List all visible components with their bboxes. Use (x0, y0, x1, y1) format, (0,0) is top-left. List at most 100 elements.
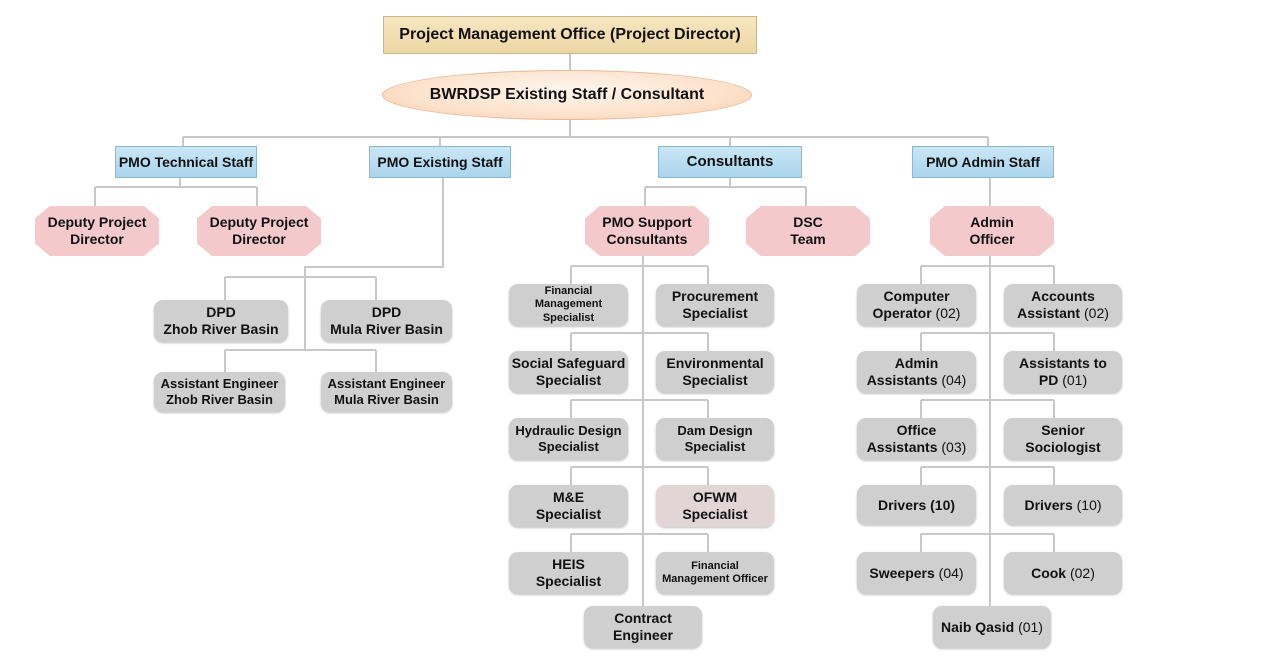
deputy-project-director-2: Deputy Project Director (197, 206, 321, 256)
computer-operator: Computer Operator (02) (857, 284, 976, 326)
project-director-box: Project Management Office (Project Direc… (383, 16, 757, 54)
label-line: Specialist (542, 311, 595, 324)
division-existing: PMO Existing Staff (369, 146, 511, 178)
deputy-project-director-1: Deputy Project Director (35, 206, 159, 256)
division-consultants-label: Consultants (686, 153, 774, 170)
label-line: Senior (1041, 422, 1085, 439)
staff-count: (03) (941, 439, 967, 455)
cook: Cook (02) (1004, 552, 1122, 594)
label-line: Social Safeguard (511, 355, 626, 372)
label-line: DPD (206, 304, 236, 321)
drivers-right: Drivers (10) (1004, 485, 1122, 525)
office-assistants: Office Assistants (03) (857, 418, 976, 460)
label-line: Specialist (535, 506, 602, 522)
label-line: M&E (552, 489, 585, 506)
social-safeguard-specialist: Social Safeguard Specialist (509, 351, 628, 393)
label-line: Management Officer (662, 573, 768, 585)
hydraulic-design-specialist: Hydraulic Design Specialist (509, 418, 628, 460)
label-line: Management (534, 298, 603, 311)
financial-management-specialist: Financial Management Specialist (509, 284, 628, 326)
label-line: Zhob River Basin (163, 321, 279, 337)
label-line: Sociologist (1025, 439, 1101, 455)
naib-qasid: Naib Qasid (01) (933, 606, 1051, 648)
staff-count: (01) (1018, 618, 1043, 635)
environmental-specialist: Environmental Specialist (656, 351, 774, 393)
label-line: Computer (883, 288, 950, 305)
label-text: Drivers (877, 496, 927, 513)
label-line: Contract (614, 610, 672, 627)
label-line: Assistants (03) (867, 439, 967, 456)
staff-count: (10) (930, 496, 956, 513)
label-line: HEIS (552, 556, 585, 573)
label-line: Specialist (535, 372, 602, 388)
staff-count: (02) (1069, 564, 1095, 581)
label-line: DSC (793, 214, 823, 231)
heis-specialist: HEIS Specialist (509, 552, 628, 594)
label-line: Zhob River Basin (166, 392, 273, 407)
label-text: Naib Qasid (941, 618, 1015, 635)
label-line: Environmental (666, 355, 764, 372)
division-consultants: Consultants (658, 146, 802, 178)
me-specialist: M&E Specialist (509, 485, 628, 527)
label-line: Assistant (02) (1017, 305, 1109, 322)
division-technical-label: PMO Technical Staff (118, 153, 254, 170)
label-text: Assistant (1017, 305, 1081, 321)
bwrdsp-staff-title: BWRDSP Existing Staff / Consultant (429, 86, 705, 104)
label-text: Operator (872, 305, 932, 321)
dsc-team: DSC Team (746, 206, 870, 256)
division-technical: PMO Technical Staff (115, 146, 257, 178)
label-line: Mula River Basin (334, 392, 439, 407)
dpd-zhob-river-basin: DPD Zhob River Basin (154, 300, 288, 342)
label-line: Specialist (535, 573, 602, 589)
dam-design-specialist: Dam Design Specialist (656, 418, 774, 460)
accounts-assistant: Accounts Assistant (02) (1004, 284, 1122, 326)
label-line: PMO Support (602, 214, 692, 231)
senior-sociologist: Senior Sociologist (1004, 418, 1122, 460)
financial-management-officer: Financial Management Officer (656, 552, 774, 594)
procurement-specialist: Procurement Specialist (656, 284, 774, 326)
project-director-title: Project Management Office (Project Direc… (399, 26, 741, 44)
label-line: Assistants to (1019, 355, 1107, 372)
label-line: Dam Design (677, 423, 753, 439)
label-line: Deputy Project (47, 214, 147, 231)
label-line: Procurement (671, 288, 759, 305)
label-line: Naib Qasid (01) (941, 619, 1043, 636)
label-text: Cook (1031, 564, 1067, 581)
label-line: Financial (544, 285, 593, 298)
staff-count: (02) (935, 305, 961, 321)
label-line: DPD (371, 304, 402, 321)
label-line: Hydraulic Design (515, 423, 622, 439)
label-line: Financial (691, 559, 739, 572)
label-line: Sweepers (04) (869, 565, 963, 582)
label-line: Assistants (04) (867, 372, 967, 389)
label-line: Specialist (538, 439, 599, 454)
division-admin-label: PMO Admin Staff (926, 153, 1040, 170)
label-line: Drivers (10) (878, 497, 955, 514)
label-line: Cook (02) (1031, 565, 1095, 582)
division-admin: PMO Admin Staff (912, 146, 1054, 178)
division-existing-label: PMO Existing Staff (377, 153, 503, 170)
label-text: Drivers (1024, 496, 1073, 513)
label-line: Team (790, 231, 826, 247)
label-line: Operator (02) (873, 305, 961, 322)
label-line: PD (01) (1039, 372, 1087, 389)
label-text: Assistants (866, 372, 938, 388)
staff-count: (04) (938, 564, 964, 581)
admin-assistants: Admin Assistants (04) (857, 351, 976, 393)
label-line: Officer (969, 231, 1015, 247)
label-line: Admin (894, 355, 939, 372)
assistant-engineer-mula: Assistant Engineer Mula River Basin (321, 372, 452, 412)
label-line: Director (232, 231, 286, 247)
assistants-to-pd: Assistants to PD (01) (1004, 351, 1122, 393)
bwrdsp-staff-ellipse: BWRDSP Existing Staff / Consultant (382, 70, 752, 120)
assistant-engineer-zhob: Assistant Engineer Zhob River Basin (154, 372, 285, 412)
drivers-left: Drivers (10) (857, 485, 976, 525)
label-line: Deputy Project (209, 214, 309, 231)
pmo-support-consultants: PMO Support Consultants (585, 206, 709, 256)
label-line: Accounts (1031, 288, 1095, 305)
admin-officer: Admin Officer (930, 206, 1054, 256)
label-text: PD (1038, 372, 1059, 388)
sweepers: Sweepers (04) (857, 552, 976, 594)
label-text: Assistants (866, 439, 938, 455)
label-line: Assistant Engineer (327, 376, 446, 392)
